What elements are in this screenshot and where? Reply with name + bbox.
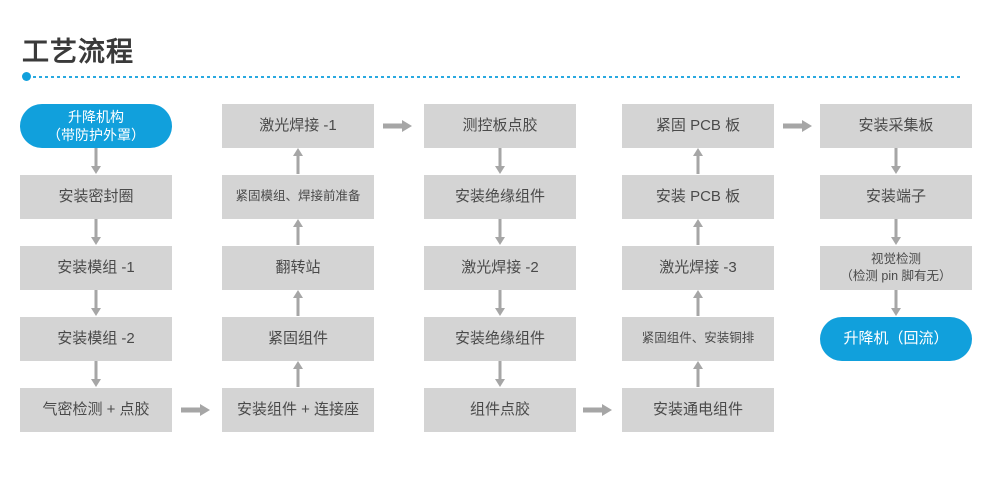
divider-dot-icon [22, 72, 31, 81]
flow-node-col4-row4[interactable]: 紧固组件、安装铜排 [622, 317, 774, 361]
flow-node-col1-row3[interactable]: 安装模组 -1 [20, 246, 172, 290]
arrow-down-col3-3 [494, 290, 506, 317]
node-label: 紧固 PCB 板 [622, 104, 774, 148]
flow-node-col1-row2[interactable]: 安装密封圈 [20, 175, 172, 219]
arrow-up-col2-2 [292, 219, 304, 246]
arrow-up-col4-1 [692, 148, 704, 175]
flow-node-col3-row3[interactable]: 激光焊接 -2 [424, 246, 576, 290]
node-label: 安装绝缘组件 [424, 317, 576, 361]
node-label: 安装采集板 [820, 104, 972, 148]
process-flow-diagram: 升降机构 （带防护外罩） 安装密封圈 安装模组 -1 安装模组 -2 气密检测 … [0, 96, 993, 456]
flow-node-col1-row1[interactable]: 升降机构 （带防护外罩） [20, 104, 172, 148]
arrow-down-col3-4 [494, 361, 506, 388]
page-title: 工艺流程 [22, 37, 134, 67]
node-label: 紧固组件 [222, 317, 374, 361]
arrow-right-row5-col3-to-col4 [583, 403, 613, 417]
arrow-down-col1-2 [90, 219, 102, 246]
arrow-right-row1-col2-to-col3 [383, 119, 413, 133]
flow-node-col3-row4[interactable]: 安装绝缘组件 [424, 317, 576, 361]
node-label: 升降机（回流） [820, 317, 972, 361]
flow-node-col2-row4[interactable]: 紧固组件 [222, 317, 374, 361]
flow-node-col4-row5[interactable]: 安装通电组件 [622, 388, 774, 432]
arrow-down-col5-2 [890, 219, 902, 246]
node-label: 安装 PCB 板 [622, 175, 774, 219]
arrow-up-col2-3 [292, 290, 304, 317]
node-label: 激光焊接 -2 [424, 246, 576, 290]
title-divider [22, 72, 962, 81]
arrow-down-col5-1 [890, 148, 902, 175]
flow-node-col3-row1[interactable]: 测控板点胶 [424, 104, 576, 148]
flow-node-col4-row1[interactable]: 紧固 PCB 板 [622, 104, 774, 148]
divider-dotted-line [33, 75, 962, 78]
arrow-down-col3-2 [494, 219, 506, 246]
node-label: 激光焊接 -1 [222, 104, 374, 148]
arrow-up-col2-4 [292, 361, 304, 388]
arrow-right-row5-col1-to-col2 [181, 403, 211, 417]
node-label: 紧固模组、焊接前准备 [222, 175, 374, 219]
arrow-up-col4-3 [692, 290, 704, 317]
node-label: 安装通电组件 [622, 388, 774, 432]
flow-node-col2-row2[interactable]: 紧固模组、焊接前准备 [222, 175, 374, 219]
arrow-down-col3-1 [494, 148, 506, 175]
flow-node-col3-row5[interactable]: 组件点胶 [424, 388, 576, 432]
flow-node-col5-row3[interactable]: 视觉检测 （检测 pin 脚有无） [820, 246, 972, 290]
node-label: 组件点胶 [424, 388, 576, 432]
flow-node-col1-row5[interactable]: 气密检测 + 点胶 [20, 388, 172, 432]
flow-node-col1-row4[interactable]: 安装模组 -2 [20, 317, 172, 361]
flow-node-col5-row4[interactable]: 升降机（回流） [820, 317, 972, 361]
arrow-up-col4-2 [692, 219, 704, 246]
arrow-down-col5-3 [890, 290, 902, 317]
flow-node-col2-row3[interactable]: 翻转站 [222, 246, 374, 290]
flow-node-col2-row5[interactable]: 安装组件 + 连接座 [222, 388, 374, 432]
arrow-up-col4-4 [692, 361, 704, 388]
node-label: 翻转站 [222, 246, 374, 290]
flow-node-col5-row2[interactable]: 安装端子 [820, 175, 972, 219]
node-label: 激光焊接 -3 [622, 246, 774, 290]
node-label: 安装端子 [820, 175, 972, 219]
arrow-right-row1-col4-to-col5 [783, 119, 813, 133]
arrow-up-col2-1 [292, 148, 304, 175]
node-label: 安装模组 -1 [20, 246, 172, 290]
node-label: 紧固组件、安装铜排 [622, 317, 774, 361]
node-label: 安装模组 -2 [20, 317, 172, 361]
flow-node-col2-row1[interactable]: 激光焊接 -1 [222, 104, 374, 148]
node-label: 气密检测 + 点胶 [20, 388, 172, 432]
node-label: 安装绝缘组件 [424, 175, 576, 219]
flow-node-col3-row2[interactable]: 安装绝缘组件 [424, 175, 576, 219]
node-label: 升降机构 （带防护外罩） [20, 104, 172, 148]
node-label: 安装组件 + 连接座 [222, 388, 374, 432]
flow-node-col4-row2[interactable]: 安装 PCB 板 [622, 175, 774, 219]
node-label: 安装密封圈 [20, 175, 172, 219]
flow-node-col5-row1[interactable]: 安装采集板 [820, 104, 972, 148]
node-label: 测控板点胶 [424, 104, 576, 148]
node-label: 视觉检测 （检测 pin 脚有无） [820, 246, 972, 290]
arrow-down-col1-3 [90, 290, 102, 317]
flow-node-col4-row3[interactable]: 激光焊接 -3 [622, 246, 774, 290]
arrow-down-col1-1 [90, 148, 102, 175]
arrow-down-col1-4 [90, 361, 102, 388]
